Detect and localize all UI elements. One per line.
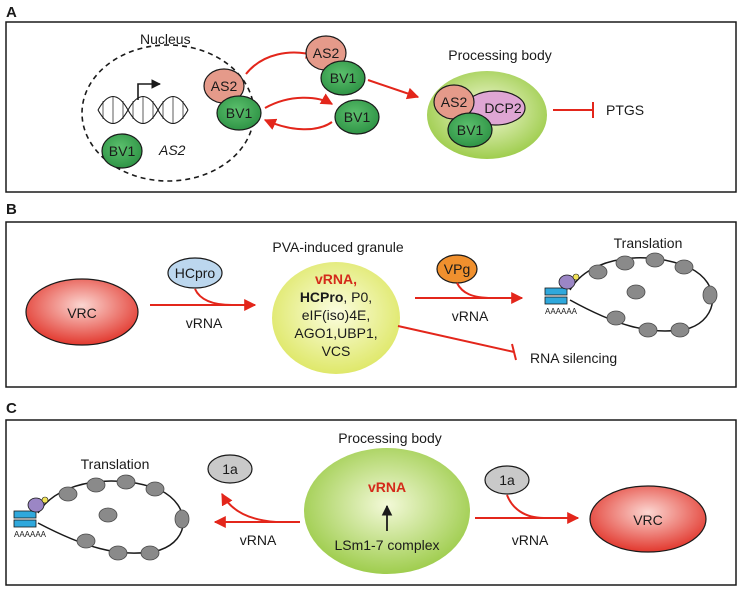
protein-1a-release-arrow <box>221 492 277 523</box>
rna-silencing-label: RNA silencing <box>530 350 617 366</box>
eif-icon-c <box>27 497 45 513</box>
bv1-label: BV1 <box>109 143 136 159</box>
to-processing-body-arrow <box>367 79 420 100</box>
cap-binding-icon-c <box>13 510 37 519</box>
pb-vrna-label: vRNA <box>368 479 406 495</box>
processing-body-title-a: Processing body <box>448 47 552 63</box>
vrc-c-label: VRC <box>633 512 663 528</box>
protein-1a-left-label: 1a <box>222 461 238 477</box>
as2-bv1-complex-nucleus: AS2 BV1 <box>203 68 262 131</box>
bv1-protein-nucleus: BV1 <box>101 133 143 169</box>
ptgs-label: PTGS <box>606 102 644 118</box>
translation-title-b: Translation <box>614 235 683 251</box>
processing-body-title-c: Processing body <box>338 430 442 446</box>
vrna-b-2: vRNA <box>452 308 489 324</box>
bv1-protein-cytoplasm: BV1 <box>334 99 380 135</box>
panel-a-letter: A <box>6 4 17 21</box>
granule-line4: AGO1,UBP1, <box>294 325 377 341</box>
panel-a: A Nucleus BV1 AS2 AS2 BV1 <box>5 4 737 193</box>
protein-1a-left <box>207 454 253 484</box>
svg-text:AS2: AS2 <box>211 78 238 94</box>
translation-title-c: Translation <box>81 456 150 472</box>
translating-mrna-c: AAAAAA <box>13 474 190 561</box>
panel-c: C Translation AAAAAA 1a <box>5 400 737 586</box>
vrc-b-label: VRC <box>67 305 97 321</box>
eif-icon-b <box>558 274 576 290</box>
lsm-label: LSm1-7 complex <box>334 537 439 553</box>
rna-silencing-inhibition <box>397 325 517 361</box>
vrna-c-left: vRNA <box>240 532 277 548</box>
granule-title: PVA-induced granule <box>272 239 403 255</box>
vrna-c-right: vRNA <box>512 532 549 548</box>
panel-c-letter: C <box>6 400 17 417</box>
pva-granule <box>272 262 400 374</box>
hcpro-join-arrow <box>194 288 233 306</box>
bv1-import-arrow <box>263 118 333 131</box>
as2-bv1-complex-cytoplasm: AS2 BV1 <box>305 35 366 96</box>
ribosome-icons-c <box>58 474 190 561</box>
protein-1a-right-label: 1a <box>499 472 515 488</box>
svg-text:AS2: AS2 <box>441 94 468 110</box>
hcpro-protein <box>167 257 223 289</box>
cap-binding-icon-b <box>544 287 568 296</box>
granule-line2: HCPro, P0, <box>300 289 372 305</box>
panel-b: B VRC HCpro vRNA PVA-induced granule vRN… <box>5 201 737 388</box>
vrc-c <box>589 485 707 553</box>
hcpro-label: HCpro <box>175 265 216 281</box>
panel-c-frame <box>5 419 737 586</box>
as2-gene-label: AS2 <box>158 142 186 158</box>
polya-label-b: AAAAAA <box>545 307 578 316</box>
ribosome-icons-b <box>588 252 718 338</box>
vrc-b <box>25 278 139 346</box>
ptgs-inhibition <box>553 102 594 118</box>
svg-text:BV1: BV1 <box>226 105 253 121</box>
polya-label-c: AAAAAA <box>14 530 47 539</box>
protein-1a-right <box>484 465 530 495</box>
translating-mrna-b: AAAAAA <box>544 252 718 338</box>
protein-1a-join-arrow <box>506 494 545 519</box>
panel-a-frame <box>5 21 737 193</box>
granule-line5: VCS <box>322 343 351 359</box>
dna-helix-icon <box>97 95 189 125</box>
svg-text:BV1: BV1 <box>457 122 484 138</box>
vpg-label: VPg <box>444 261 470 277</box>
nucleus-label: Nucleus <box>140 31 191 47</box>
bv1-export-arrow <box>264 93 334 109</box>
svg-text:BV1: BV1 <box>344 109 371 125</box>
granule-vrna: vRNA, <box>315 271 357 287</box>
panel-b-letter: B <box>6 201 17 218</box>
svg-text:AS2: AS2 <box>313 45 340 61</box>
pb-complex-a: DCP2 AS2 BV1 <box>433 84 526 148</box>
svg-text:BV1: BV1 <box>330 70 357 86</box>
svg-text:DCP2: DCP2 <box>484 100 522 116</box>
panel-b-frame <box>5 221 737 388</box>
vpg-join-arrow <box>456 282 493 299</box>
vrna-b-1: vRNA <box>186 315 223 331</box>
transcription-start-arrow <box>137 79 161 100</box>
granule-line3: eIF(iso)4E, <box>302 307 370 323</box>
